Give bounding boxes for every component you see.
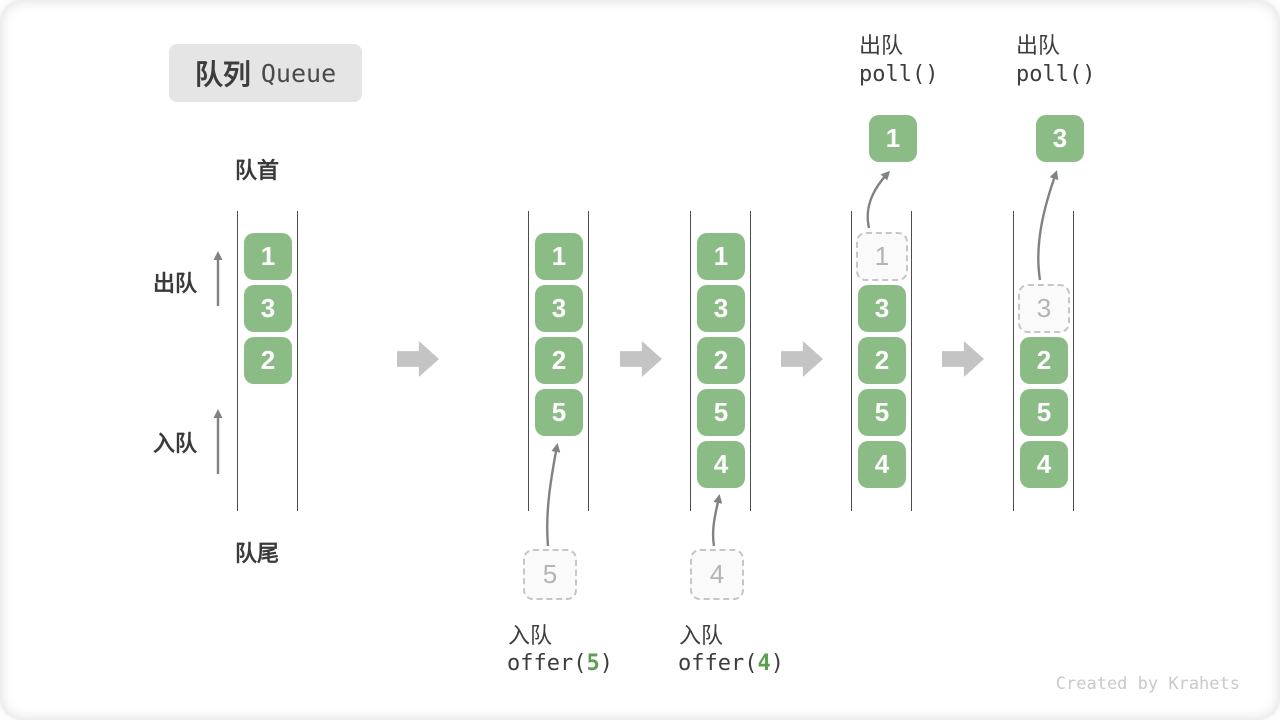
step-arrow-icon (397, 341, 439, 377)
dequeue-op-code: poll() (1016, 62, 1096, 87)
queue-element: 2 (535, 337, 583, 384)
title-box: 队列 Queue (169, 44, 362, 102)
step-arrow-icon (620, 341, 662, 377)
watermark: Created by Krahets (1055, 674, 1240, 694)
enqueue-op-label: 入队 (508, 623, 553, 648)
queue-element: 3 (858, 285, 906, 332)
code-prefix: offer( (678, 651, 758, 676)
queue-element: 1 (535, 233, 583, 280)
step-arrow-icon (781, 341, 823, 377)
queue-column-2: 1 3 2 5 (528, 211, 589, 511)
enqueue-op-code: offer(5) (507, 651, 613, 676)
enqueue-op-code: offer(4) (678, 651, 784, 676)
queue-element: 3 (535, 285, 583, 332)
queue-element: 5 (1020, 389, 1068, 436)
dequeued-element: 1 (869, 115, 917, 162)
queue-element: 2 (697, 337, 745, 384)
queue-element-removed: 3 (1018, 284, 1070, 333)
queue-element: 2 (244, 337, 292, 384)
code-arg: 5 (586, 651, 600, 676)
queue-element: 2 (1020, 337, 1068, 384)
queue-column-3: 1 3 2 5 4 (690, 211, 751, 511)
queue-column-5: 3 2 5 4 (1013, 211, 1074, 511)
dequeue-op-label: 出队 (859, 33, 904, 58)
queue-element: 4 (1020, 441, 1068, 488)
dequeue-op-label: 出队 (1016, 33, 1061, 58)
code-suffix: ) (770, 651, 784, 676)
queue-element: 3 (697, 285, 745, 332)
title-en: Queue (260, 58, 337, 88)
code-prefix: offer( (507, 651, 587, 676)
dequeued-element: 3 (1036, 115, 1084, 162)
dequeue-op-code: poll() (859, 62, 939, 87)
pending-element: 5 (523, 549, 577, 600)
queue-element: 5 (697, 389, 745, 436)
code-arg: 4 (757, 651, 771, 676)
title-zh: 队列 (194, 59, 251, 90)
queue-element: 3 (244, 285, 292, 332)
label-queue-front: 队首 (235, 158, 280, 183)
queue-element-removed: 1 (856, 232, 908, 281)
label-dequeue-left: 出队 (153, 271, 198, 296)
queue-element: 5 (858, 389, 906, 436)
queue-element: 4 (858, 441, 906, 488)
step-arrow-icon (942, 341, 984, 377)
queue-element: 4 (697, 441, 745, 488)
queue-element: 5 (535, 389, 583, 436)
queue-column-1: 1 3 2 (237, 211, 298, 511)
label-enqueue-left: 入队 (153, 431, 198, 456)
pending-element: 4 (690, 549, 744, 600)
label-queue-rear: 队尾 (235, 541, 280, 566)
queue-column-4: 1 3 2 5 4 (851, 211, 912, 511)
code-suffix: ) (599, 651, 613, 676)
queue-element: 1 (244, 233, 292, 280)
queue-element: 2 (858, 337, 906, 384)
queue-element: 1 (697, 233, 745, 280)
enqueue-op-label: 入队 (679, 623, 724, 648)
